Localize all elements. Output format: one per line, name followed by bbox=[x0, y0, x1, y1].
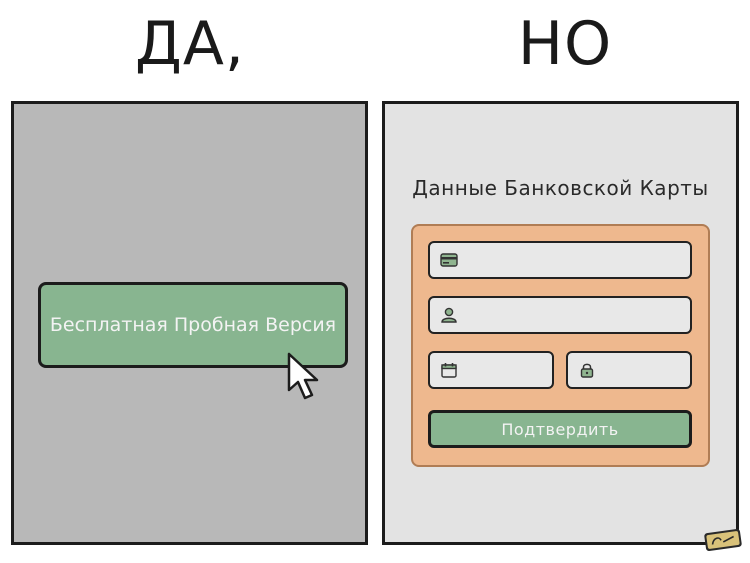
artist-signature-logo bbox=[704, 528, 742, 552]
card-number-input[interactable] bbox=[428, 241, 692, 279]
left-panel: Бесплатная Пробная Версия bbox=[11, 101, 368, 545]
cardholder-name-input[interactable] bbox=[428, 296, 692, 334]
heading-but: НО bbox=[517, 9, 613, 79]
cvv-input[interactable] bbox=[566, 351, 692, 389]
expiry-date-input[interactable] bbox=[428, 351, 554, 389]
user-icon bbox=[441, 307, 457, 323]
calendar-icon bbox=[441, 363, 457, 378]
confirm-button[interactable]: Подтвердить bbox=[428, 410, 692, 448]
card-form-title: Данные Банковской Карты bbox=[412, 176, 709, 200]
mouse-cursor-icon bbox=[287, 352, 319, 400]
lock-icon bbox=[580, 363, 594, 378]
free-trial-button[interactable]: Бесплатная Пробная Версия bbox=[38, 282, 348, 368]
heading-yes: ДА, bbox=[135, 9, 245, 79]
card-form: Подтвердить bbox=[411, 224, 710, 467]
credit-card-icon bbox=[440, 253, 458, 267]
right-panel: Данные Банковской Карты bbox=[382, 101, 739, 545]
